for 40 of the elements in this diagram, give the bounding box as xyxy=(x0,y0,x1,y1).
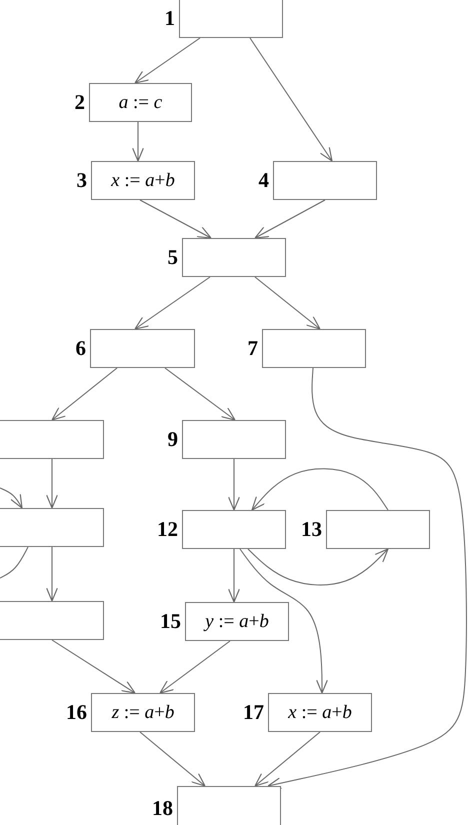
arrow xyxy=(134,276,210,330)
node-number: 7 xyxy=(246,336,258,361)
assignment-text: x := a+b xyxy=(111,170,175,192)
arrow xyxy=(254,200,326,239)
node-number: 12 xyxy=(156,517,178,542)
assignment-text: x := a+b xyxy=(288,702,352,724)
node-number: 16 xyxy=(65,700,87,725)
assignment-text: y := a+b xyxy=(205,610,269,632)
loop-arrow xyxy=(0,488,23,509)
node-number: 6 xyxy=(74,336,86,361)
node-number: 17 xyxy=(242,700,264,725)
assignment-text: z := a+b xyxy=(112,702,174,724)
arrow xyxy=(164,368,236,421)
arrow xyxy=(254,276,321,330)
node-number: 4 xyxy=(258,168,269,193)
node-number: 3 xyxy=(76,168,87,193)
arrow xyxy=(251,468,388,511)
arrow xyxy=(228,458,240,511)
arrow xyxy=(140,200,212,239)
node-number: 1 xyxy=(164,6,175,30)
arrow xyxy=(248,548,389,586)
node-number: 15 xyxy=(159,609,181,634)
arrow xyxy=(250,38,333,162)
node-number: 5 xyxy=(166,245,178,270)
arrow xyxy=(228,548,240,603)
arrow xyxy=(46,546,58,602)
arrow xyxy=(134,38,200,84)
arrow xyxy=(240,548,328,694)
arrow xyxy=(46,458,58,509)
node-number: 2 xyxy=(74,90,85,115)
arrow xyxy=(254,732,320,787)
arrow xyxy=(51,368,118,421)
node-number: 13 xyxy=(300,517,322,542)
arrow xyxy=(140,732,206,787)
arrow xyxy=(132,122,144,162)
node-number: 18 xyxy=(151,796,173,821)
arrow xyxy=(159,640,230,694)
node-number: 9 xyxy=(166,427,178,452)
arrow xyxy=(52,640,136,694)
assignment-text: a := c xyxy=(118,92,162,114)
